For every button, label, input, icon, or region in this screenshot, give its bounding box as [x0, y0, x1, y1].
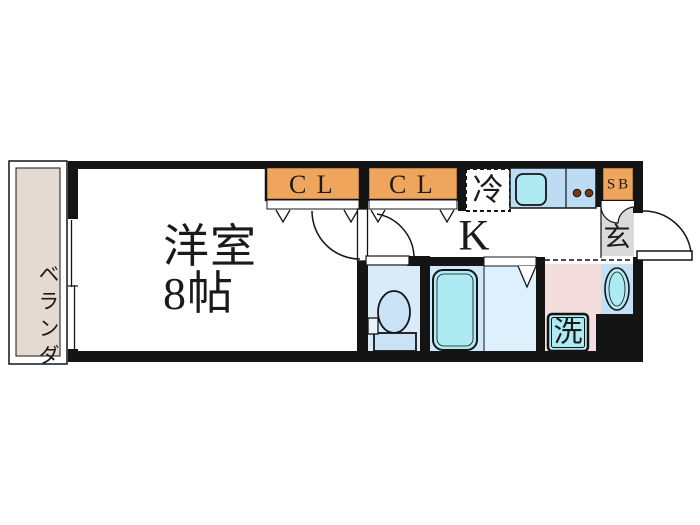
wall-toilet-top [407, 256, 430, 266]
toilet-paper-holder [367, 317, 379, 335]
wall-left-upper [68, 161, 78, 219]
wall-closet2-right [458, 165, 467, 211]
toilet-bowl [377, 290, 411, 334]
room-door-leaf [356, 208, 369, 262]
closet-2-label: CL [388, 170, 444, 199]
washing-machine-inner [551, 317, 585, 348]
closet-2-track [368, 199, 458, 210]
walls [68, 161, 643, 362]
shoe-box [600, 165, 636, 203]
wall-bath-top [420, 257, 484, 266]
fold-door-mark [370, 209, 386, 224]
wall-room-right-upper [357, 165, 368, 210]
wall-counter-right [595, 161, 603, 207]
wall-toilet-right [420, 258, 430, 353]
main-room-size: 8帖 [163, 268, 234, 319]
main-room-name: 洋室 [163, 221, 257, 272]
kitchen-sink [515, 173, 547, 206]
toilet-door-leaf [365, 255, 410, 266]
bath-fold-door-mark [517, 265, 537, 289]
balcony-deck [15, 167, 61, 357]
shoe-box-doors [600, 206, 636, 224]
bathtub-inner [436, 273, 474, 347]
closet-2-box [366, 165, 460, 202]
entrance-label: 玄 [603, 222, 631, 253]
closet-1-box [264, 165, 362, 202]
wall-top [68, 161, 643, 169]
washing-machine-box [546, 312, 590, 353]
bathtub [432, 269, 478, 351]
entrance-door-leaf [636, 250, 693, 261]
room-door-arc [311, 210, 361, 260]
bath-door-track [483, 256, 537, 267]
fold-door-mark [439, 209, 455, 224]
fold-door-mark [275, 209, 291, 224]
wall-washroom-left [536, 257, 545, 353]
shoe-box-label: SB [606, 176, 632, 193]
balcony-window [68, 219, 78, 349]
wall-left-lower [68, 349, 78, 362]
entrance-door-arc [642, 210, 692, 253]
toilet-tank [373, 332, 417, 352]
wall-bottom [68, 351, 643, 362]
balcony-label: ベランダ [36, 263, 60, 371]
wall-right-lower [633, 257, 643, 362]
kitchen-label: K [458, 212, 490, 260]
washbasin-inner [608, 271, 626, 307]
shoe-box-door-strip [601, 201, 634, 207]
pipe-space [596, 314, 643, 362]
refrigerator-space [465, 168, 511, 212]
closet-1-label: CL [288, 170, 344, 199]
wall-room-right-lower [357, 261, 368, 353]
stove-burner-left [572, 188, 582, 198]
wall-right-upper [633, 161, 643, 213]
refrigerator-label: 冷 [472, 172, 504, 208]
stove-burner-right [584, 188, 594, 198]
washer-label: 洗 [553, 316, 583, 349]
toilet-door-arc [376, 213, 415, 258]
fold-door-mark [343, 209, 359, 224]
closet-1-track [266, 199, 360, 210]
